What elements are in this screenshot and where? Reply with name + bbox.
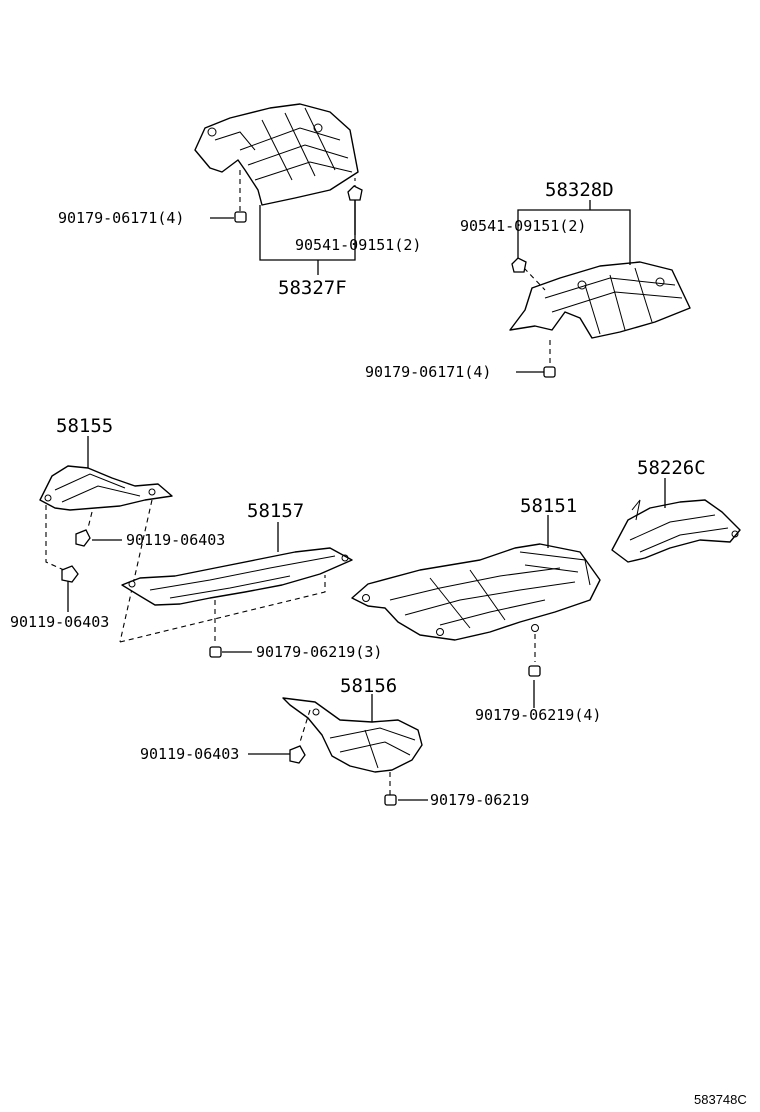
dash-58156-left [299, 709, 311, 743]
clip-nut-icon [384, 794, 397, 806]
part-label-58151: 58151 [520, 495, 577, 517]
fastener-label-90179-06219-c: 90179-06219 [430, 791, 529, 809]
dash-58155-left [45, 505, 65, 571]
fastener-label-90541-09151-a: 90541-09151(2) [295, 236, 421, 254]
dash-58155-mid [87, 511, 93, 529]
bracket-58328d [517, 209, 631, 265]
clip-nut-icon [543, 366, 556, 378]
fastener-label-90541-09151-b: 90541-09151(2) [460, 217, 586, 235]
heat-insulator-58151[interactable] [351, 543, 601, 641]
clip-nut-icon [234, 211, 247, 223]
heat-insulator-58328d[interactable] [509, 261, 691, 339]
bolt-icon [61, 565, 79, 583]
dash-58155-right [119, 499, 153, 643]
fastener-label-90179-06171-b: 90179-06171(4) [365, 363, 491, 381]
heat-insulator-58155[interactable] [39, 465, 173, 511]
bolt-icon [289, 745, 306, 764]
fastener-label-90179-06219-a: 90179-06219(3) [256, 643, 382, 661]
heat-insulator-58226c[interactable] [611, 499, 741, 563]
clip-nut-icon [528, 665, 541, 677]
part-label-58327f: 58327F [278, 277, 347, 299]
fastener-label-90119-06403-b: 90119-06403 [10, 613, 109, 631]
fastener-label-90119-06403-a: 90119-06403 [126, 531, 225, 549]
part-label-58156: 58156 [340, 675, 397, 697]
clip-nut-icon [209, 646, 222, 658]
clip-nut-icon [511, 257, 527, 273]
part-label-58226c: 58226C [637, 457, 706, 479]
clip-nut-icon [347, 185, 363, 201]
dash-58157-diag [119, 575, 326, 643]
part-label-58157: 58157 [247, 500, 304, 522]
fastener-label-90119-06403-c: 90119-06403 [140, 745, 239, 763]
heat-insulator-58156[interactable] [282, 697, 423, 773]
heat-insulator-58327f[interactable] [194, 103, 359, 206]
bolt-icon [75, 529, 91, 547]
part-label-58328d: 58328D [545, 179, 614, 201]
fastener-label-90179-06171-a: 90179-06171(4) [58, 209, 184, 227]
heat-insulator-58157[interactable] [121, 547, 353, 606]
diagram-code: 583748C [694, 1092, 747, 1107]
part-label-58155: 58155 [56, 415, 113, 437]
fastener-label-90179-06219-b: 90179-06219(4) [475, 706, 601, 724]
